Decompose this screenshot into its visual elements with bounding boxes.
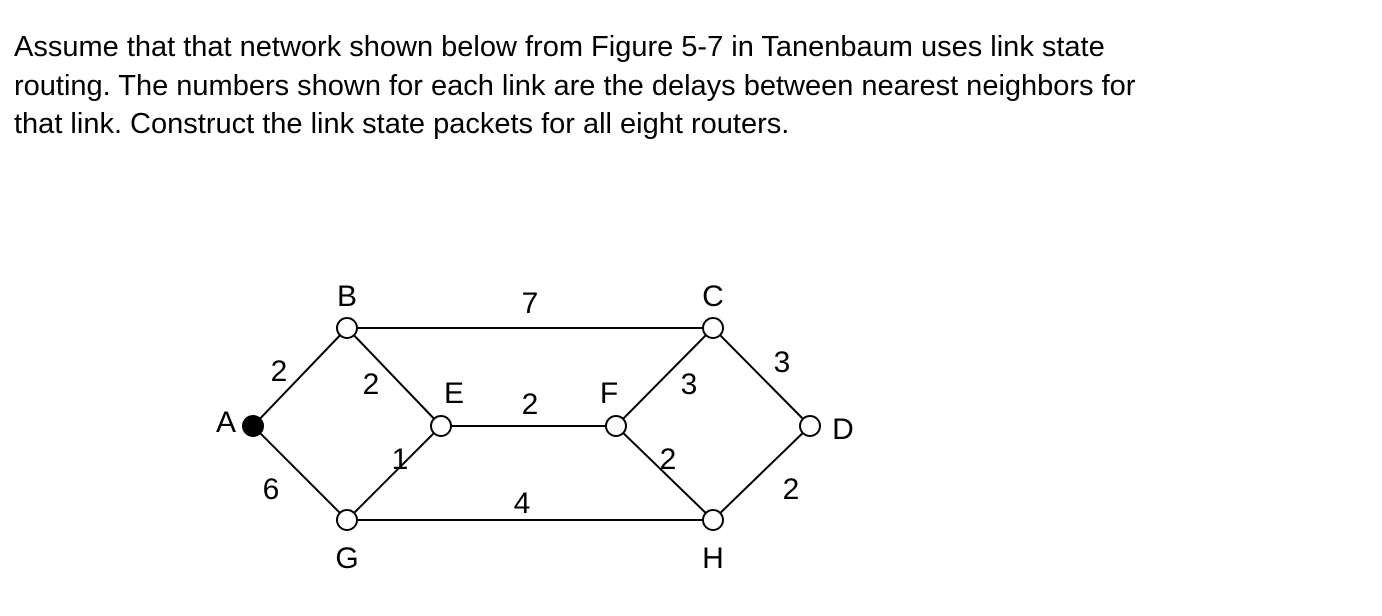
link-f-c <box>615 327 714 427</box>
router-label-h: H <box>702 542 724 575</box>
router-label-c: C <box>702 280 724 313</box>
router-node-g <box>336 509 358 531</box>
link-c-d <box>712 327 811 427</box>
delay-label-e-f: 2 <box>522 388 539 421</box>
question-line-3: that link. Construct the link state pack… <box>14 108 790 140</box>
router-node-a <box>242 415 264 437</box>
delay-label-f-c: 3 <box>681 368 698 401</box>
link-b-e <box>346 327 442 427</box>
delay-label-a-b: 2 <box>271 355 288 388</box>
router-node-d <box>799 415 821 437</box>
router-label-b: B <box>337 280 357 313</box>
delay-label-h-d: 2 <box>783 473 800 506</box>
link-a-g <box>252 425 348 521</box>
delay-label-g-h: 4 <box>514 487 531 520</box>
router-label-a: A <box>216 406 236 439</box>
router-node-f <box>605 415 627 437</box>
router-label-d: D <box>832 413 854 446</box>
delay-label-f-h: 2 <box>660 443 677 476</box>
delay-label-b-c: 7 <box>522 287 539 320</box>
link-a-b <box>252 327 348 427</box>
delay-label-a-g: 6 <box>263 473 280 506</box>
router-label-f: F <box>600 377 618 410</box>
question-text: Assume that that network shown below fro… <box>14 28 1364 144</box>
nodes-layer <box>242 317 821 531</box>
links-layer <box>252 327 811 521</box>
delay-label-c-d: 3 <box>774 346 791 379</box>
router-node-c <box>702 317 724 339</box>
router-label-g: G <box>335 542 358 575</box>
link-g-e <box>346 425 442 521</box>
question-line-2: routing. The numbers shown for each link… <box>14 69 1136 102</box>
delay-label-b-e: 2 <box>363 368 380 401</box>
question-line-1: Assume that that network shown below fro… <box>14 31 1105 63</box>
node-labels-layer: A B C D E F G H <box>216 280 854 575</box>
link-h-d <box>712 425 811 521</box>
delay-labels-layer: 2 6 7 2 1 2 4 3 2 3 2 <box>263 287 800 520</box>
router-label-e: E <box>444 377 464 410</box>
router-node-h <box>702 509 724 531</box>
router-node-b <box>336 317 358 339</box>
router-node-e <box>430 415 452 437</box>
link-f-h <box>615 425 714 521</box>
delay-label-g-e: 1 <box>392 443 409 476</box>
